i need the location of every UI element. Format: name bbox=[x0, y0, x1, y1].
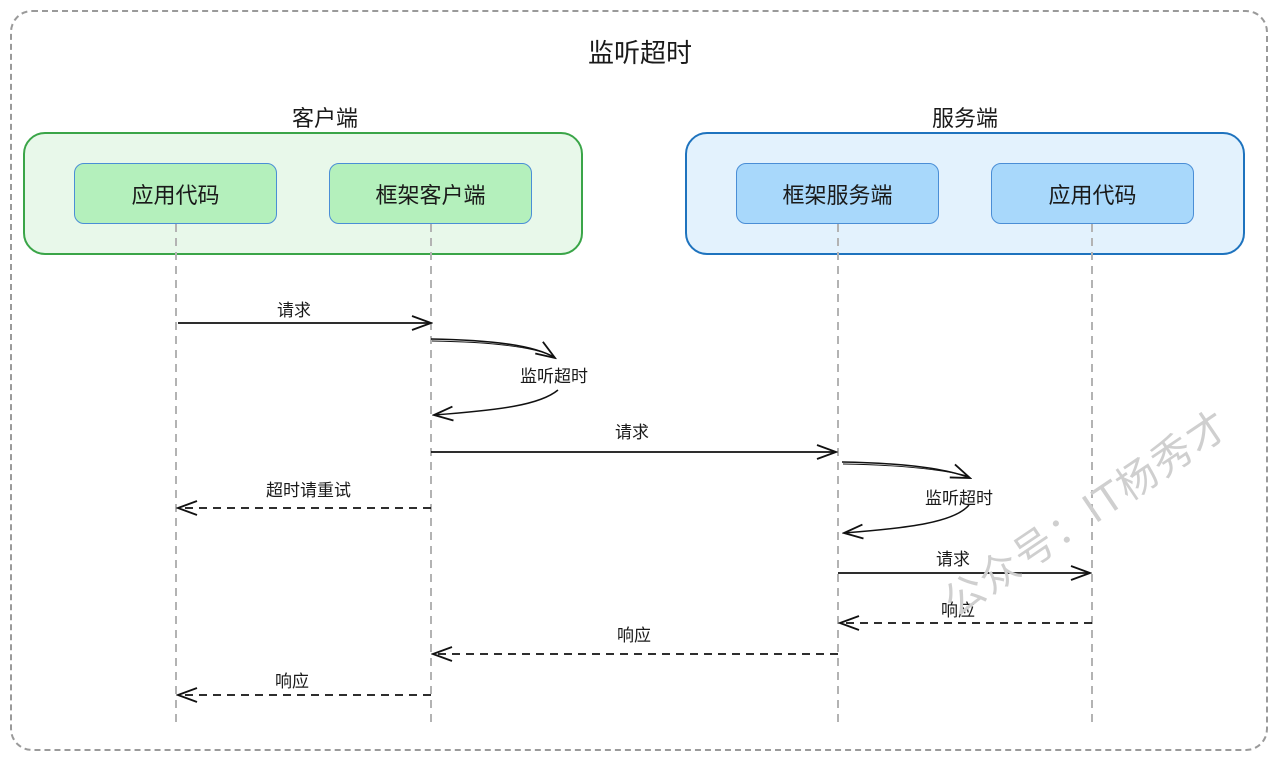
message-label: 响应 bbox=[941, 601, 975, 621]
arrow-self-timeout-server-back bbox=[844, 504, 970, 533]
message-label: 响应 bbox=[617, 626, 651, 646]
arrow-self-timeout-server-out bbox=[841, 461, 970, 478]
diagram-frame bbox=[10, 10, 1268, 751]
arrow-self-timeout-client-back bbox=[434, 389, 559, 415]
message-label: 超时请重试 bbox=[266, 481, 351, 501]
participant-server-app: 应用代码 bbox=[991, 163, 1194, 224]
participant-server-framework: 框架服务端 bbox=[736, 163, 939, 224]
message-label: 请求 bbox=[615, 423, 649, 443]
participant-client-app: 应用代码 bbox=[74, 163, 277, 224]
message-label: 请求 bbox=[936, 550, 970, 570]
message-label: 响应 bbox=[275, 672, 309, 692]
message-label: 监听超时 bbox=[925, 489, 993, 509]
diagram-title: 监听超时 bbox=[587, 39, 692, 69]
participant-client-framework: 框架客户端 bbox=[329, 163, 532, 224]
message-label: 请求 bbox=[277, 301, 311, 321]
client-group-label: 客户端 bbox=[291, 107, 358, 132]
message-label: 监听超时 bbox=[520, 367, 588, 387]
server-group-label: 服务端 bbox=[931, 107, 998, 132]
